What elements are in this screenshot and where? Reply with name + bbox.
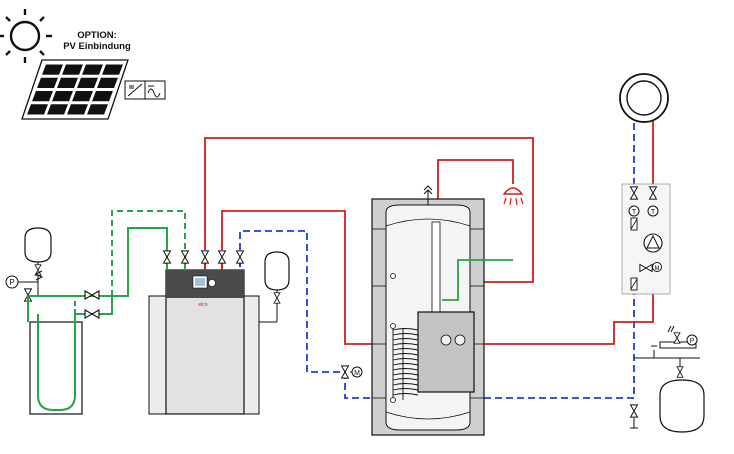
coil-turn (392, 388, 419, 391)
svg-text:M: M (655, 266, 660, 272)
svg-text:T: T (632, 209, 637, 216)
safety-group: P (634, 325, 700, 378)
pv-cell (97, 77, 118, 88)
radiator-icon (619, 73, 669, 123)
coil-turn (392, 338, 419, 341)
pv-cell (72, 91, 93, 102)
solar-pipe-option (111, 210, 186, 296)
supply-pipe-tank (221, 210, 372, 345)
coil-turn (392, 348, 419, 351)
pv-cell (102, 64, 123, 75)
svg-text:P: P (9, 278, 14, 287)
pv-cell (62, 64, 83, 75)
pv-cell (67, 104, 88, 115)
pv-cell (77, 77, 98, 88)
expansion-vessel-icon (259, 251, 290, 323)
pv-cell (32, 91, 53, 102)
svg-text:P: P (690, 338, 695, 345)
svg-text:T: T (651, 209, 656, 216)
solar-pipe-green (38, 227, 168, 297)
storage-tank (371, 185, 485, 436)
safety-valve-icon (23, 270, 44, 302)
coil-turn (392, 378, 419, 381)
coil-turn (392, 393, 419, 396)
boiler-valves (162, 250, 245, 270)
option-sublabel: PV Einbindung (63, 41, 131, 52)
pv-cell (57, 77, 78, 88)
coil-turn (392, 353, 419, 356)
shower-icon (502, 187, 524, 206)
coil-turn (392, 383, 419, 386)
option-label: OPTION: (77, 30, 117, 41)
coil-turn (392, 328, 419, 331)
inverter-icon (124, 80, 166, 100)
coil-turn (392, 363, 419, 366)
pv-cell (42, 64, 63, 75)
coil-turn (392, 358, 419, 361)
expansion-vessel-icon (24, 227, 52, 296)
return-pipe-heating (484, 120, 635, 399)
pump-icon (643, 233, 663, 253)
solar-pipe-green-return (75, 296, 113, 315)
pv-cell (27, 104, 48, 115)
solar-pipe-tank (442, 259, 513, 301)
coil-turn (392, 343, 419, 346)
motor-valve-icon: M (340, 365, 363, 379)
coil-turn (392, 333, 419, 336)
pv-cell (87, 104, 108, 115)
coil-turn (392, 368, 419, 371)
pressure-gauge-icon: P (5, 275, 38, 289)
pv-cell (47, 104, 68, 115)
thermometer-icon: T (647, 205, 659, 217)
cistern-loop (37, 314, 76, 411)
pv-cell (37, 77, 58, 88)
motor-valve-icon: M (639, 262, 662, 273)
pv-cell (82, 64, 103, 75)
sun-icon (0, 9, 52, 63)
svg-text:M: M (354, 370, 360, 377)
return-pipe-tank (344, 372, 372, 399)
coil-turn (392, 373, 419, 376)
drain-valve-icon (629, 404, 639, 429)
pv-cell (52, 91, 73, 102)
boiler (148, 269, 260, 415)
return-pipe-boiler (239, 230, 345, 373)
expansion-vessel-icon (659, 379, 705, 433)
pv-cell (92, 91, 113, 102)
thermometer-icon: T (628, 205, 640, 217)
boiler-brand: elco (198, 302, 208, 308)
pv-panel-icon (21, 59, 129, 120)
